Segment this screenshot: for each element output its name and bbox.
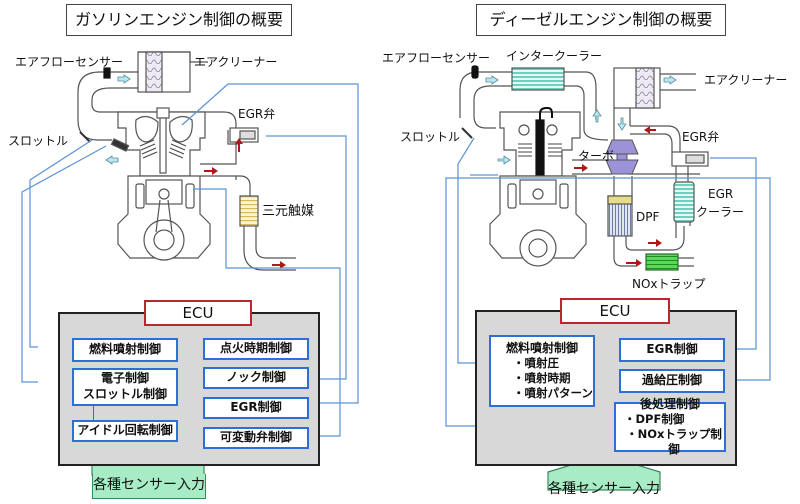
diesel-ecu-label: ECU — [560, 298, 670, 324]
diesel-ctrl-fuel-injection: 燃料噴射制御 ・噴射圧 ・噴射時期 ・噴射パターン — [489, 335, 595, 407]
diesel-ctrl-fuel-injection-item: ・噴射圧 — [513, 356, 559, 371]
gas-ctrl-knock: ノック制御 — [203, 367, 309, 389]
gas-label-air-cleaner: エアクリーナー — [194, 55, 278, 69]
gas-air-flow-sensor-mark — [103, 67, 111, 79]
gas-ctrl-fuel-injection: 燃料噴射制御 — [72, 338, 178, 362]
diesel-turbo — [605, 139, 639, 175]
diesel-ctrl-egr: EGR制御 — [619, 338, 725, 362]
gas-label-catalyst: 三元触媒 — [262, 204, 315, 219]
gas-ctrl-fuel-injection-text: 燃料噴射制御 — [88, 342, 161, 357]
diesel-label-egr-cooler-1: EGR — [708, 187, 734, 201]
diesel-ctrl-egr-text: EGR制御 — [646, 342, 698, 357]
gas-ecu-label: ECU — [144, 300, 252, 326]
gas-throttle-mark — [79, 131, 91, 143]
gas-signal-lines — [21, 83, 359, 437]
diesel-label-egr-cooler-2: クーラー — [696, 205, 745, 219]
gasoline-title: ガソリンエンジン制御の概要 — [66, 4, 292, 36]
diesel-engine — [459, 65, 709, 271]
diesel-sensor-input-label: 各種センサー入力 — [548, 481, 660, 497]
diesel-flow-arrows — [485, 75, 677, 267]
diesel-label-egr-valve: EGR弁 — [682, 130, 720, 144]
diesel-ctrl-fuel-injection-item: ・噴射パターン — [513, 386, 593, 401]
gas-ctrl-ignition-timing: 点火時期制御 — [203, 338, 309, 360]
diesel-ctrl-aftertreatment-item: ・NOxトラップ制御 — [626, 427, 722, 457]
gas-ctrl-electronic-throttle: 電子制御 スロットル制御 — [72, 368, 178, 406]
diesel-ctrl-boost: 過給圧制御 — [619, 369, 725, 393]
gas-ctrl-variable-valve: 可変動弁制御 — [203, 427, 309, 449]
diesel-nox-trap — [645, 253, 679, 271]
diesel-ctrl-fuel-injection-item: ・噴射時期 — [513, 371, 571, 386]
diesel-label-throttle: スロットル — [400, 130, 461, 144]
gas-catalyst — [239, 195, 259, 227]
diesel-throttle-mark — [461, 127, 473, 139]
gas-ctrl-ignition-timing-text: 点火時期制御 — [219, 341, 292, 356]
diesel-egr-cooler — [673, 181, 695, 223]
diesel-ctrl-aftertreatment: 後処理制御 ・DPF制御 ・NOxトラップ制御 — [614, 397, 726, 456]
gas-ctrl-egr: EGR制御 — [203, 397, 309, 419]
gas-label-throttle: スロットル — [8, 134, 69, 148]
diesel-air-flow-sensor-mark — [471, 65, 479, 79]
diesel-ctrl-fuel-injection-title: 燃料噴射制御 — [505, 340, 578, 355]
gas-ctrl-idle-speed: アイドル回転制御 — [72, 420, 178, 442]
diesel-label-dpf: DPF — [636, 210, 660, 224]
gas-ctrl-electronic-throttle-line1: 電子制御 — [100, 371, 149, 386]
gas-flow-arrows — [105, 74, 286, 269]
gasoline-engine — [77, 51, 296, 271]
gas-ctrl-variable-valve-text: 可変動弁制御 — [219, 430, 292, 445]
diesel-signal-lines — [445, 137, 771, 427]
diesel-ctrl-aftertreatment-item: ・DPF制御 — [624, 412, 685, 427]
gas-ctrl-knock-text: ノック制御 — [226, 370, 286, 385]
diesel-label-air-flow-sensor: エアフローセンサー — [382, 51, 491, 65]
diesel-intercooler — [511, 67, 565, 91]
diesel-label-intercooler: インタークーラー — [506, 49, 603, 63]
diesel-label-turbo: ターボ — [578, 149, 615, 163]
gas-ctrl-idle-speed-text: アイドル回転制御 — [77, 423, 173, 438]
diesel-ctrl-boost-text: 過給圧制御 — [641, 373, 702, 388]
gas-ctrl-electronic-throttle-line2: スロットル制御 — [82, 387, 167, 401]
diesel-title: ディーゼルエンジン制御の概要 — [476, 4, 726, 36]
diesel-label-air-cleaner: エアクリーナー — [704, 73, 788, 87]
gas-sensor-input-label: 各種センサー入力 — [92, 474, 206, 499]
diesel-ctrl-aftertreatment-title: 後処理制御 — [639, 396, 700, 411]
gas-ctrl-egr-text: EGR制御 — [230, 400, 282, 415]
diesel-label-nox-trap: NOxトラップ — [632, 277, 706, 291]
gas-ctrl-connector — [93, 404, 94, 421]
gas-label-air-flow-sensor: エアフローセンサー — [15, 55, 124, 69]
gas-label-egr-valve: EGR弁 — [238, 107, 276, 121]
